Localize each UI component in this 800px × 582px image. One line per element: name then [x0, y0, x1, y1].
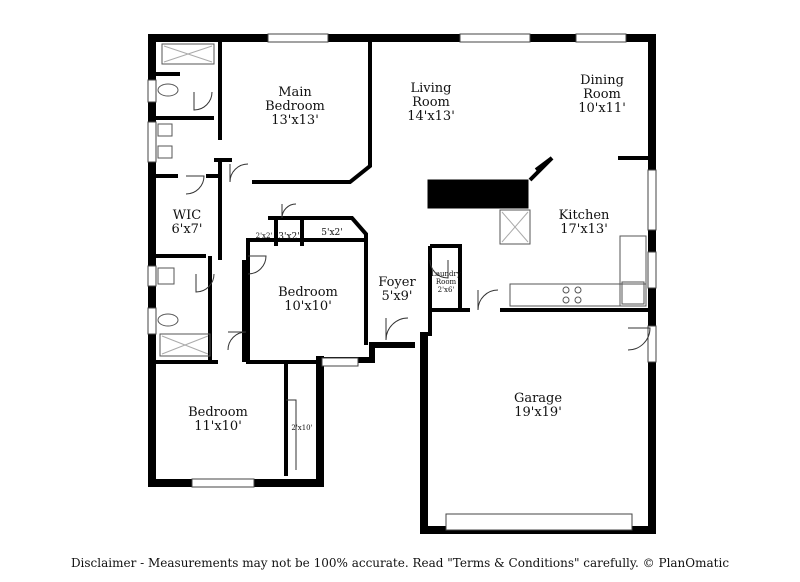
foyer-size: 5'x9' — [381, 289, 412, 304]
laundry-name-1: Laundry — [431, 270, 461, 278]
window-left-2 — [147, 121, 157, 163]
door-garage-ext — [627, 327, 651, 351]
window-top-1 — [267, 33, 329, 43]
window-right-2 — [647, 251, 657, 289]
door-main-bedroom — [229, 163, 249, 183]
fixtures — [157, 43, 647, 357]
living-room-name-1: Living — [411, 81, 452, 96]
toilet-bath2 — [157, 313, 179, 327]
toilet-main — [157, 83, 179, 97]
wic-size: 6'x7' — [171, 222, 202, 237]
dining-room-size: 10'x11' — [578, 101, 626, 116]
stove-burner-2 — [574, 286, 582, 294]
closet-b-size: 3'x2' — [278, 232, 299, 242]
foyer-name: Foyer — [378, 275, 416, 290]
living-room-size: 14'x13' — [407, 109, 455, 124]
door-bath2 — [195, 273, 215, 293]
kitchen-sink — [621, 281, 645, 305]
window-right-1 — [647, 169, 657, 231]
dining-room-name-1: Dining — [580, 73, 624, 88]
door-closet — [281, 203, 297, 219]
kitchen-size: 17'x13' — [560, 222, 608, 237]
garage-door — [445, 513, 633, 531]
door-garage — [477, 289, 499, 311]
windows — [147, 33, 657, 531]
window-bedroom-mid — [321, 357, 359, 367]
door-bedroom-low — [286, 399, 297, 470]
bedroom-low-size: 11'x10' — [194, 419, 242, 434]
stove-burner-4 — [574, 296, 582, 304]
dining-room-name-2: Room — [583, 87, 621, 102]
main-bedroom-size: 13'x13' — [271, 113, 319, 128]
main-bedroom-name-2: Bedroom — [265, 99, 325, 114]
laundry-size: 2'x6' — [438, 286, 455, 294]
stove-burner-3 — [562, 296, 570, 304]
laundry-top — [430, 244, 462, 310]
door-main-bath — [193, 91, 213, 111]
bedroom-mid-top-3 — [246, 238, 366, 246]
pantry — [499, 209, 531, 245]
main-bedroom-bottom-wall — [252, 38, 372, 184]
window-left-4 — [147, 307, 157, 335]
interior-walls — [152, 38, 652, 476]
window-left-3 — [147, 265, 157, 287]
closet-d-size: 2'x10' — [291, 424, 312, 432]
tub-bath2 — [159, 333, 211, 357]
bedroom-mid-name: Bedroom — [278, 285, 338, 300]
door-foyer — [385, 317, 409, 341]
room-labels: Main Bedroom 13'x13' Living Room 14'x13'… — [171, 73, 625, 434]
sink-bath2 — [157, 267, 175, 285]
window-right-3 — [647, 325, 657, 363]
window-top-3 — [575, 33, 627, 43]
sink-main-1 — [157, 123, 173, 137]
bedroom-low-name: Bedroom — [188, 405, 248, 420]
kitchen-island — [619, 235, 647, 307]
shower-main — [161, 43, 215, 65]
window-bottom-1 — [191, 478, 255, 488]
door-wic — [185, 175, 205, 195]
main-bedroom-name-1: Main — [278, 85, 312, 100]
bedroom-mid-top — [246, 246, 320, 364]
garage-size: 19'x19' — [514, 405, 562, 420]
door-laundry — [429, 259, 449, 279]
kitchen-bar — [528, 156, 554, 182]
bedroom-mid-top-2 — [304, 216, 368, 345]
kitchen-name: Kitchen — [559, 208, 610, 223]
closet-a-size: 2'x2' — [256, 232, 273, 240]
disclaimer-text: Disclaimer - Measurements may not be 100… — [70, 556, 730, 570]
window-top-2 — [459, 33, 531, 43]
closet-c-size: 5'x2' — [321, 228, 342, 238]
laundry-name-2: Room — [436, 278, 457, 286]
fireplace — [427, 179, 529, 209]
wic-name: WIC — [173, 208, 201, 223]
living-room-name-2: Room — [412, 95, 450, 110]
doors — [185, 91, 651, 470]
window-left-1 — [147, 79, 157, 103]
door-hall — [227, 331, 247, 351]
bedroom-mid-size: 10'x10' — [284, 299, 332, 314]
stove-burner-1 — [562, 286, 570, 294]
garage-name: Garage — [514, 391, 562, 406]
sink-main-2 — [157, 145, 173, 159]
door-bedroom-mid — [247, 255, 267, 275]
